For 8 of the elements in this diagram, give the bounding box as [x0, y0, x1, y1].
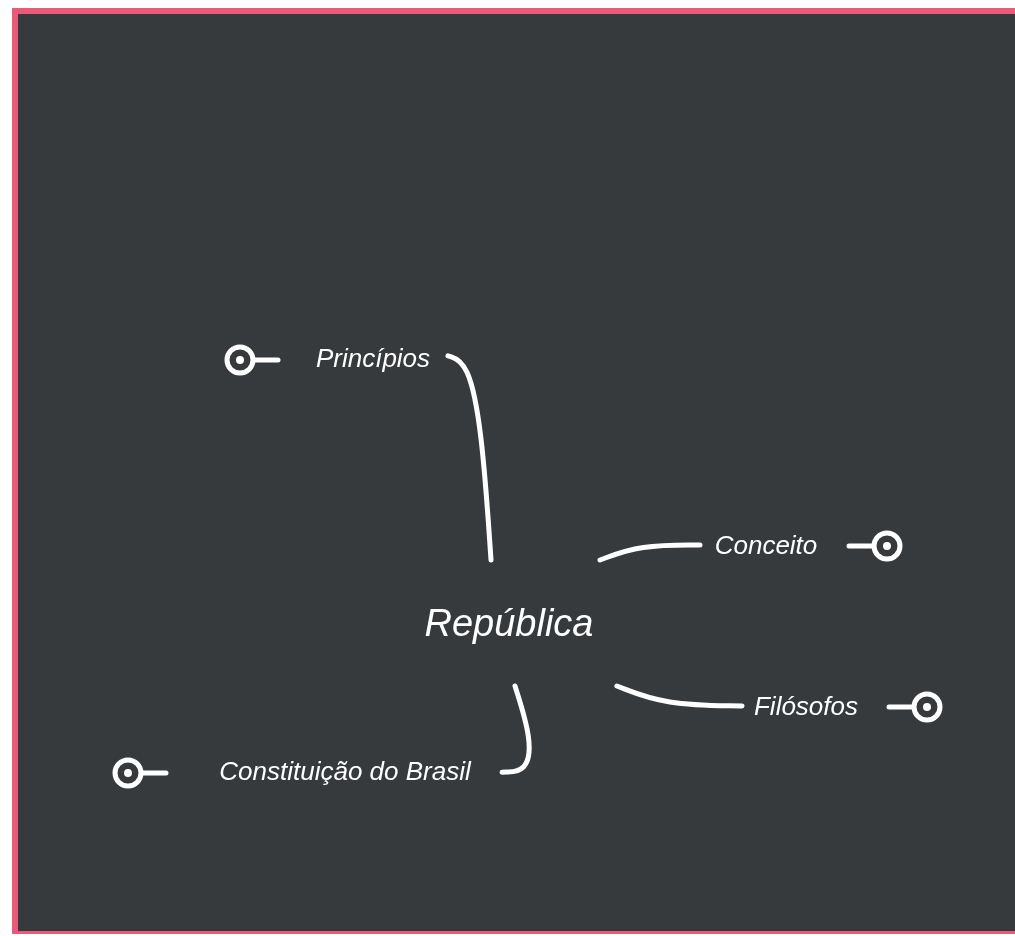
topic-label: Constituição do Brasil	[219, 755, 471, 787]
topic-label: Filósofos	[753, 690, 858, 722]
branch-line	[445, 353, 494, 563]
topic-label: Princípios	[315, 342, 431, 374]
branch-line	[597, 542, 703, 563]
central-topic: República	[424, 601, 594, 645]
topic-label: Conceito	[714, 529, 818, 561]
branch-line	[614, 683, 745, 709]
